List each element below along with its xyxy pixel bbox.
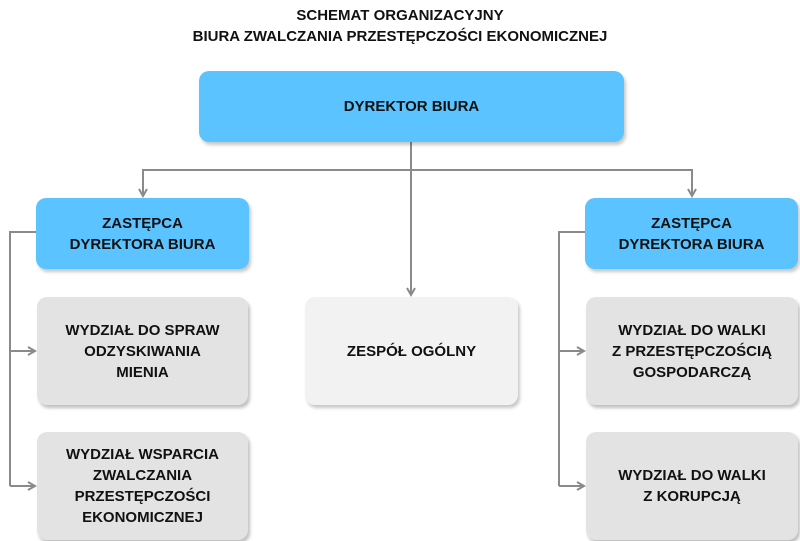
node-deputy-right-label: ZASTĘPCA DYREKTORA BIURA [618,214,765,253]
connector-left-spine [9,231,36,486]
connector-bar-left [143,169,411,196]
chart-title-line-2: BIURA ZWALCZANIA PRZESTĘPCZOŚCI EKONOMIC… [192,28,608,45]
node-director-label: DYREKTOR BIURA [343,98,480,115]
node-unit-asset-recovery: WYDZIAŁ DO SPRAW ODZYSKIWANIA MIENIA [37,297,248,405]
node-unit-economic-crime: WYDZIAŁ DO WALKI Z PRZESTĘPCZOŚCIĄ GOSPO… [586,297,798,405]
node-deputy-right: ZASTĘPCA DYREKTORA BIURA [585,198,798,269]
node-unit-economic-crime-label: WYDZIAŁ DO WALKI Z PRZESTĘPCZOŚCIĄ GOSPO… [611,321,772,381]
node-unit-asset-recovery-label: WYDZIAŁ DO SPRAW ODZYSKIWANIA MIENIA [65,321,220,381]
node-unit-support-label: WYDZIAŁ WSPARCIA ZWALCZANIA PRZESTĘPCZOŚ… [65,446,220,526]
node-deputy-left: ZASTĘPCA DYREKTORA BIURA [36,198,249,269]
node-unit-support: WYDZIAŁ WSPARCIA ZWALCZANIA PRZESTĘPCZOŚ… [37,432,248,540]
node-general-team: ZESPÓŁ OGÓLNY [305,297,518,405]
chart-title-line-1: SCHEMAT ORGANIZACYJNY [296,7,504,24]
node-general-team-label: ZESPÓŁ OGÓLNY [346,342,477,360]
connector-bar-right [411,169,692,196]
connector-right-spine [558,231,585,486]
node-director: DYREKTOR BIURA [199,71,624,142]
node-deputy-left-label: ZASTĘPCA DYREKTORA BIURA [69,214,216,253]
node-unit-corruption: WYDZIAŁ DO WALKI Z KORUPCJĄ [586,432,798,540]
node-unit-corruption-label: WYDZIAŁ DO WALKI Z KORUPCJĄ [618,467,766,505]
